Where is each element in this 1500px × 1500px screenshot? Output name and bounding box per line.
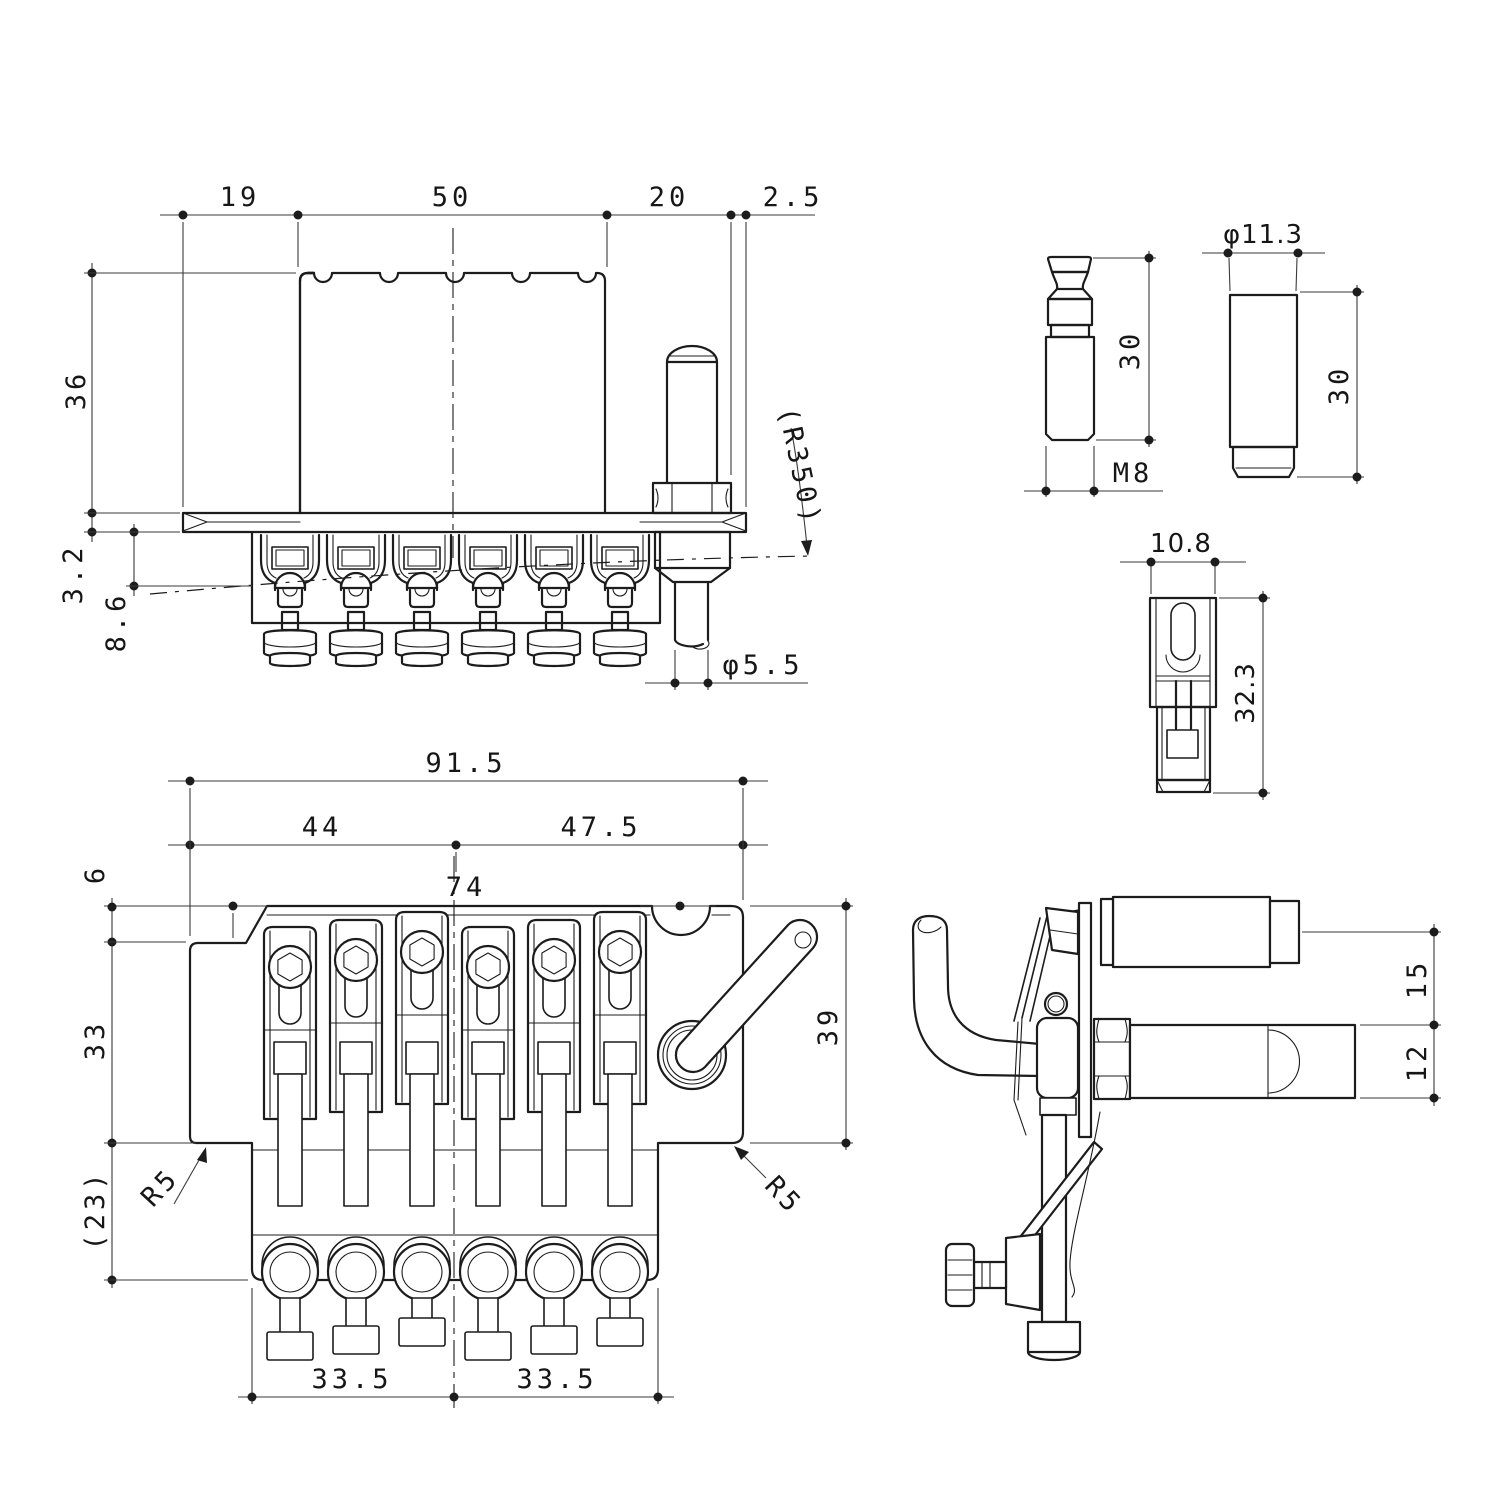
dim-plan-74: 74 xyxy=(446,872,487,903)
dim-plan-33-5-left: 33.5 xyxy=(311,1364,392,1395)
dim-saddle-32-3: 32.3 xyxy=(1231,662,1261,724)
dim-plan-6: 6 xyxy=(80,864,111,884)
dim-plan-39: 39 xyxy=(813,1006,844,1047)
dim-front-dia5-5: φ5.5 xyxy=(722,650,803,681)
front-geometry xyxy=(149,228,813,668)
dim-side-12: 12 xyxy=(1402,1042,1433,1083)
dim-stud-m8: M8 xyxy=(1113,458,1154,489)
knurled-insert-view: φ11.3 30 xyxy=(1202,220,1364,484)
dim-front-50: 50 xyxy=(432,182,473,213)
dim-front-3-2: 3.2 xyxy=(58,544,89,605)
stud-dimensions: 30 M8 xyxy=(1024,251,1163,497)
plan-dimensions: 91.5 44 47.5 74 6 33 (23) R5 R5 xyxy=(80,748,853,1404)
dim-plan-33: 33 xyxy=(80,1020,111,1061)
dim-plan-33-5-right: 33.5 xyxy=(516,1364,597,1395)
dim-front-36: 36 xyxy=(61,370,92,411)
plan-view: 91.5 44 47.5 74 6 33 (23) R5 R5 xyxy=(80,748,853,1408)
dim-saddle-10-8: 10.8 xyxy=(1150,529,1212,559)
insert-dimensions: φ11.3 30 xyxy=(1202,220,1364,484)
dim-front-8-6: 8.6 xyxy=(101,592,132,653)
dim-plan-47-5: 47.5 xyxy=(560,812,641,843)
side-geometry xyxy=(911,895,1357,1362)
dim-side-15: 15 xyxy=(1402,959,1433,1000)
dim-front-2-5: 2.5 xyxy=(763,182,824,213)
plan-geometry xyxy=(188,856,819,1408)
front-elevation-view: 19 50 20 2.5 36 3.2 8.6 (R350) φ5.5 xyxy=(58,182,827,690)
dim-front-20: 20 xyxy=(649,182,690,213)
dim-front-r350: (R350) xyxy=(772,404,828,529)
dim-plan-91-5: 91.5 xyxy=(425,748,506,779)
dim-plan-r5-left: R5 xyxy=(135,1162,185,1213)
dim-plan-44: 44 xyxy=(302,812,343,843)
dim-insert-30: 30 xyxy=(1324,365,1355,406)
side-dimensions: 15 12 xyxy=(1302,924,1441,1106)
stud-geometry xyxy=(1044,255,1096,442)
insert-geometry xyxy=(1228,293,1299,479)
saddle-block-detail-view: 10.8 32.3 xyxy=(1120,529,1270,800)
dim-plan-23: (23) xyxy=(80,1169,111,1250)
saddle-block-geometry xyxy=(1148,596,1218,794)
dim-stud-30: 30 xyxy=(1115,330,1146,371)
dim-insert-dia11-3: φ11.3 xyxy=(1223,220,1303,250)
anchor-stud-view: 30 M8 xyxy=(1024,251,1163,497)
side-view: 15 12 xyxy=(911,895,1441,1362)
fine-tuner-screws xyxy=(266,1297,644,1361)
saddle-block-dimensions: 10.8 32.3 xyxy=(1120,529,1270,800)
dim-front-19: 19 xyxy=(220,182,261,213)
front-dimensions: 19 50 20 2.5 36 3.2 8.6 (R350) φ5.5 xyxy=(58,182,827,690)
